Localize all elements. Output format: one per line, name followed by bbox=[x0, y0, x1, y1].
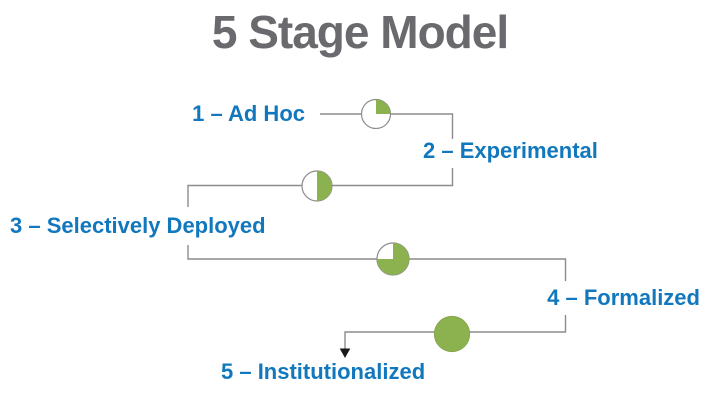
harvey-ball-50 bbox=[301, 170, 333, 202]
stage-3-label: 3 – Selectively Deployed bbox=[10, 213, 266, 238]
stage-1-label: 1 – Ad Hoc bbox=[192, 101, 305, 126]
connector-stage3-stage4 bbox=[187, 245, 567, 281]
page-title: 5 Stage Model bbox=[211, 6, 509, 58]
arrow-down-icon bbox=[339, 348, 351, 358]
stage-4-label: 4 – Formalized bbox=[547, 285, 700, 310]
stage-2-label: 2 – Experimental bbox=[423, 138, 598, 163]
stage-5-label: 5 – Institutionalized bbox=[221, 359, 426, 384]
harvey-ball-100 bbox=[433, 315, 471, 353]
harvey-ball-75 bbox=[376, 242, 410, 276]
harvey-ball-25 bbox=[360, 98, 392, 130]
